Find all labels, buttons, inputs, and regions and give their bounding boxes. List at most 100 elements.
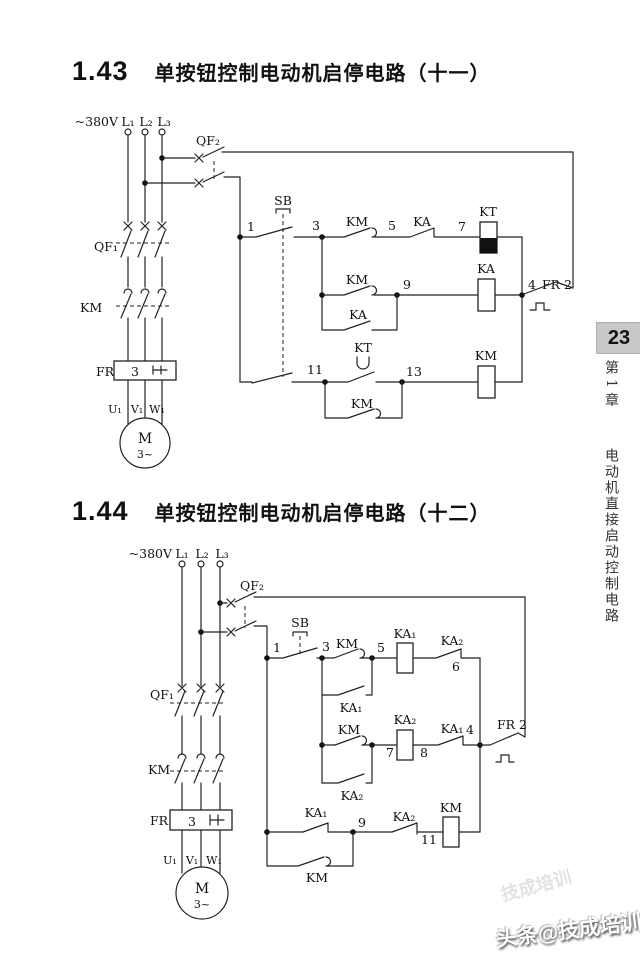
section-title: 单按钮控制电动机启停电路（十一） xyxy=(154,63,491,85)
w1-label: W₁ xyxy=(206,854,222,867)
rung1: 1 3 KM 5 KA₁ KA₂ 6 KA₁ xyxy=(264,626,481,715)
km-par-label: KM xyxy=(306,870,328,885)
fr2-label: FR 2 xyxy=(542,277,572,292)
page-number-badge: 23 xyxy=(596,322,640,354)
km-main-label: KM xyxy=(80,300,102,315)
node-9: 9 xyxy=(358,815,366,830)
section-title: 单按钮控制电动机启停电路（十二） xyxy=(154,503,491,525)
fr-thermal-relay: FR 3 xyxy=(150,809,233,831)
rung2: KM 7 KA₂ 8 KA₁ 4 KA₂ xyxy=(319,694,483,803)
voltage-label: ~380V xyxy=(75,114,119,129)
fr-label: FR xyxy=(150,813,169,828)
rung3: KA₁ 9 KA₂ 11 KM KM xyxy=(264,800,481,885)
qf1-label: QF₁ xyxy=(150,687,174,702)
ka2-no-label: KA₂ xyxy=(441,633,464,648)
w1-label: W₁ xyxy=(149,403,165,416)
node-5: 5 xyxy=(388,218,396,233)
fr2-contact: 4 FR 2 xyxy=(519,277,574,311)
qf2-label: QF₂ xyxy=(240,578,264,593)
km-coil-label: KM xyxy=(440,800,462,815)
sb-pushbutton: SB xyxy=(239,193,349,384)
node-3: 3 xyxy=(312,218,320,233)
qf2-switch: QF₂ xyxy=(198,578,526,738)
section-number: 1.43 xyxy=(72,56,129,86)
l2-label: L₂ xyxy=(139,114,152,129)
ka-coil-label: KA xyxy=(477,261,496,276)
ka-par-label: KA xyxy=(349,307,368,322)
qf1-breaker: QF₁ xyxy=(94,221,170,258)
node-6: 6 xyxy=(452,659,460,674)
node-3: 3 xyxy=(322,639,330,654)
km-main-label: KM xyxy=(148,762,170,777)
fr-thermal-relay: FR 3 xyxy=(96,360,177,381)
ka1-par-label: KA₁ xyxy=(340,700,363,715)
motor-phase: 3~ xyxy=(137,448,153,461)
power-wires xyxy=(178,560,224,874)
v1-label: V₁ xyxy=(130,403,143,416)
motor: U₁ V₁ W₁ M 3~ xyxy=(163,854,229,920)
node-13: 13 xyxy=(406,364,422,379)
l3-label: L₃ xyxy=(157,114,170,129)
rung1: 1 3 KM 5 KA 7 KT xyxy=(237,204,523,254)
qf1-breaker: QF₁ xyxy=(150,683,226,717)
km-par-label: KM xyxy=(351,396,373,411)
motor-m: M xyxy=(138,431,152,447)
chapter-title-vertical: 电动机直接启动控制电路 xyxy=(603,448,619,624)
ka1-no2-label: KA₁ xyxy=(305,805,328,820)
l1-label: L₁ xyxy=(175,546,188,561)
power-wires xyxy=(124,128,166,425)
km-coil-label: KM xyxy=(475,348,497,363)
qf1-label: QF₁ xyxy=(94,239,118,254)
motor-m: M xyxy=(195,881,209,897)
ka2-coil-label: KA₂ xyxy=(394,712,417,727)
km-no-label: KM xyxy=(346,272,368,287)
circuit-1-43-diagram: QF₂ QF₁ KM FR 3 U₁ V₁ W₁ xyxy=(75,114,574,469)
ka1-coil-label: KA₁ xyxy=(394,626,417,641)
section-heading-1-44: 1.44 单按钮控制电动机启停电路（十二） xyxy=(72,496,491,527)
fr-label: FR xyxy=(96,364,115,379)
node-9: 9 xyxy=(403,277,411,292)
circuit-1-44-diagram: ~380V L₁ L₂ L₃ QF₂ QF₁ KM F xyxy=(129,546,527,920)
u1-label: U₁ xyxy=(108,403,122,416)
voltage-label: ~380V xyxy=(129,546,173,561)
rung3: 11 KT 13 KM KM xyxy=(307,340,523,419)
section-number: 1.44 xyxy=(72,496,129,526)
fr2-contact: FR 2 xyxy=(479,717,527,763)
motor-phase: 3~ xyxy=(194,898,210,911)
fr-number: 3 xyxy=(131,364,139,379)
node-11: 11 xyxy=(307,362,323,377)
km-main-contacts: KM xyxy=(148,753,226,784)
ka2-nc-label: KA₂ xyxy=(393,809,416,824)
km-nc-label: KM xyxy=(346,214,368,229)
node-11: 11 xyxy=(421,832,437,847)
km-nc-label: KM xyxy=(336,636,358,651)
sb-label: SB xyxy=(291,615,309,630)
km-no-label: KM xyxy=(338,722,360,737)
ka2-par-label: KA₂ xyxy=(341,788,364,803)
ka1-no-label: KA₁ xyxy=(441,721,464,736)
l3-label: L₃ xyxy=(215,546,228,561)
rung2: KM 9 KA KA xyxy=(319,236,523,331)
l1-label: L₁ xyxy=(121,114,134,129)
section-heading-1-43: 1.43 单按钮控制电动机启停电路（十一） xyxy=(72,56,491,87)
page-number: 23 xyxy=(607,326,631,349)
node-8: 8 xyxy=(420,745,428,760)
node-5: 5 xyxy=(377,640,385,655)
fr-number: 3 xyxy=(188,814,196,829)
l2-label: L₂ xyxy=(195,546,208,561)
node-4: 4 xyxy=(528,277,536,292)
node-1: 1 xyxy=(247,219,255,234)
qf2-label: QF₂ xyxy=(196,133,220,148)
node-1: 1 xyxy=(273,640,281,655)
u1-label: U₁ xyxy=(163,854,177,867)
node-4: 4 xyxy=(466,722,474,737)
qf2-switch: QF₂ xyxy=(142,133,574,288)
motor: U₁ V₁ W₁ M 3~ xyxy=(108,403,171,469)
ka-no-label: KA xyxy=(413,214,432,229)
chapter-number-vertical: 第1章 xyxy=(603,360,619,412)
control-rails xyxy=(239,236,523,383)
kt-coil-label: KT xyxy=(479,204,497,219)
km-main-contacts: KM xyxy=(80,288,170,319)
fr2-label: FR 2 xyxy=(497,717,527,732)
